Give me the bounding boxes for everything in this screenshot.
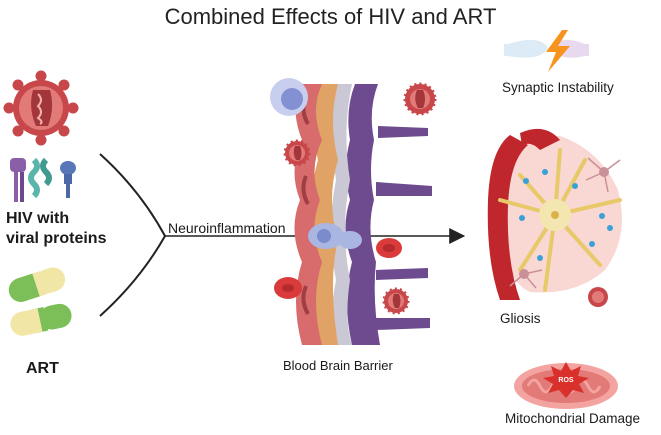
- synapse-lightning-icon: [508, 30, 585, 72]
- small-virus-icon: [384, 289, 408, 313]
- neuroinflammation-label: Neuroinflammation: [168, 220, 286, 236]
- gliosis-label: Gliosis: [500, 311, 541, 326]
- small-virus-icon: [405, 84, 435, 114]
- blood-brain-barrier-icon: [294, 84, 432, 345]
- hiv-connector-line: [100, 154, 165, 236]
- hiv-virus-icon: [5, 72, 77, 144]
- mitochondrial-damage-label: Mitochondrial Damage: [505, 411, 640, 426]
- mitochondrion-icon: [514, 362, 618, 409]
- art-capsules-icon: [6, 264, 74, 338]
- small-virus-icon: [285, 141, 309, 165]
- red-blood-cell-icon: [274, 277, 302, 299]
- red-blood-cell-icon: [376, 238, 402, 258]
- blood-brain-barrier-label: Blood Brain Barrier: [283, 358, 393, 373]
- art-connector-line: [100, 236, 165, 316]
- hiv-label: HIV with viral proteins: [6, 209, 106, 249]
- hiv-label-line2: viral proteins: [6, 229, 106, 249]
- viral-proteins-icon: [10, 158, 76, 202]
- ros-label: ROS: [558, 377, 574, 384]
- hiv-label-line1: HIV with: [6, 209, 106, 229]
- art-label: ART: [26, 360, 59, 378]
- gliosis-icon: [488, 129, 622, 307]
- synaptic-instability-label: Synaptic Instability: [502, 80, 614, 95]
